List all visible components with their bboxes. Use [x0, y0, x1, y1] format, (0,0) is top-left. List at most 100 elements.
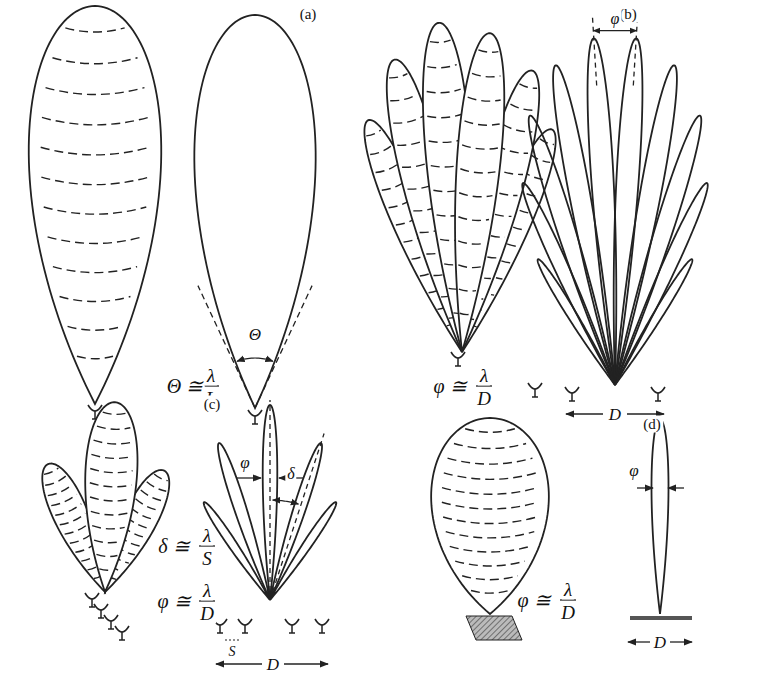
fringe-lobe	[553, 65, 615, 385]
shading-contour	[450, 546, 530, 552]
fraction-bar	[199, 600, 215, 601]
baseline-arrow	[628, 641, 650, 642]
shading-contour	[503, 125, 532, 132]
shading-contour	[103, 412, 126, 414]
shading-contour	[90, 483, 132, 487]
spacing-tick	[225, 640, 240, 641]
angle-label: φ	[609, 10, 622, 28]
shading-contour	[52, 58, 137, 64]
panel-a	[29, 6, 316, 424]
baseline-arrow	[284, 663, 328, 664]
shading-contour	[44, 468, 58, 474]
shading-contour	[458, 241, 485, 244]
baseline-arrow	[216, 663, 262, 664]
panel-b	[364, 14, 707, 414]
angle-label: Θ	[247, 325, 263, 344]
shading-contour	[68, 326, 123, 330]
shading-contour	[97, 426, 130, 429]
shading-contour	[443, 517, 537, 524]
shading-contour	[530, 154, 550, 162]
antenna-dish	[85, 593, 99, 607]
shading-contour	[462, 576, 518, 580]
shading-contour	[65, 523, 89, 534]
dimension-label: D	[265, 655, 281, 674]
panel-d	[431, 418, 692, 642]
shading-contour	[90, 469, 132, 473]
shading-contour	[51, 494, 76, 505]
shading-contour	[458, 217, 489, 221]
antenna-dish	[248, 410, 262, 424]
fringe-lobe	[615, 183, 708, 385]
shading-contour	[471, 590, 509, 593]
shading-contour	[41, 177, 148, 185]
shading-contour	[510, 104, 535, 110]
shading-contour	[96, 554, 117, 556]
width-arrow	[668, 487, 684, 488]
fraction-numerator: λ	[201, 525, 213, 546]
antenna-dish	[651, 387, 665, 401]
angle-label: δ	[285, 465, 296, 483]
array-lobe	[270, 502, 336, 600]
shading-contour	[141, 490, 164, 501]
aperture-plate	[466, 616, 522, 640]
lobe-axis	[592, 14, 596, 86]
shading-contour	[48, 485, 72, 496]
shading-contour	[131, 508, 156, 520]
fraction-bar	[476, 385, 492, 386]
fringe-lobe	[588, 38, 617, 385]
fan-beam-3d	[455, 33, 504, 352]
shading-contour	[455, 561, 525, 566]
shading-contour	[91, 511, 128, 515]
panels	[29, 6, 708, 664]
shading-contour	[389, 74, 407, 78]
beam-3d	[431, 418, 549, 614]
main-lobe-3d	[85, 402, 137, 592]
fringe-lobe	[529, 116, 615, 385]
formula-lhs: φ ≅	[155, 590, 192, 612]
dimension-label: S	[227, 644, 238, 660]
shading-contour	[60, 297, 131, 302]
fraction-denominator: D	[198, 603, 216, 624]
fraction-numerator: λ	[205, 365, 217, 386]
formula-lhs: φ ≅	[515, 589, 552, 611]
shading-contour	[464, 121, 499, 125]
shading-contour	[427, 65, 456, 68]
shading-contour	[60, 513, 86, 524]
panel-letter: (a)	[298, 6, 319, 23]
fraction-numerator: λ	[201, 580, 213, 601]
shading-contour	[448, 458, 533, 464]
antenna-dish	[451, 352, 465, 366]
baseline-arrow	[627, 413, 664, 414]
baseline-arrow	[670, 641, 692, 642]
shading-contour	[442, 488, 538, 495]
width-arrow	[236, 477, 261, 478]
fraction-bar	[199, 545, 215, 546]
shading-contour	[91, 454, 132, 458]
fraction-bar	[203, 385, 219, 386]
lobe-axis	[633, 14, 637, 86]
shading-contour	[370, 146, 391, 154]
shading-contour	[519, 84, 537, 88]
shading-contour	[94, 440, 133, 444]
antenna-dish	[528, 383, 542, 397]
fraction-denominator: D	[475, 388, 493, 409]
shading-contour	[53, 267, 137, 273]
shading-contour	[444, 473, 536, 479]
shading-contour	[94, 540, 121, 543]
dimension-label: D	[652, 633, 668, 652]
formula-lhs: δ ≅	[156, 535, 191, 557]
baseline-arrow	[566, 413, 603, 414]
fringe-lobe	[614, 38, 643, 385]
aperture-bar	[630, 616, 692, 620]
shading-contour	[376, 163, 400, 173]
antenna-dish	[115, 626, 129, 640]
angle-label: φ	[627, 461, 640, 480]
shading-contour	[430, 40, 451, 42]
beam-3d	[29, 6, 161, 404]
shading-contour	[90, 497, 130, 501]
shading-contour	[366, 130, 381, 136]
lobe-axis	[269, 400, 270, 600]
shading-contour	[393, 116, 423, 123]
antenna-dish	[238, 619, 252, 633]
